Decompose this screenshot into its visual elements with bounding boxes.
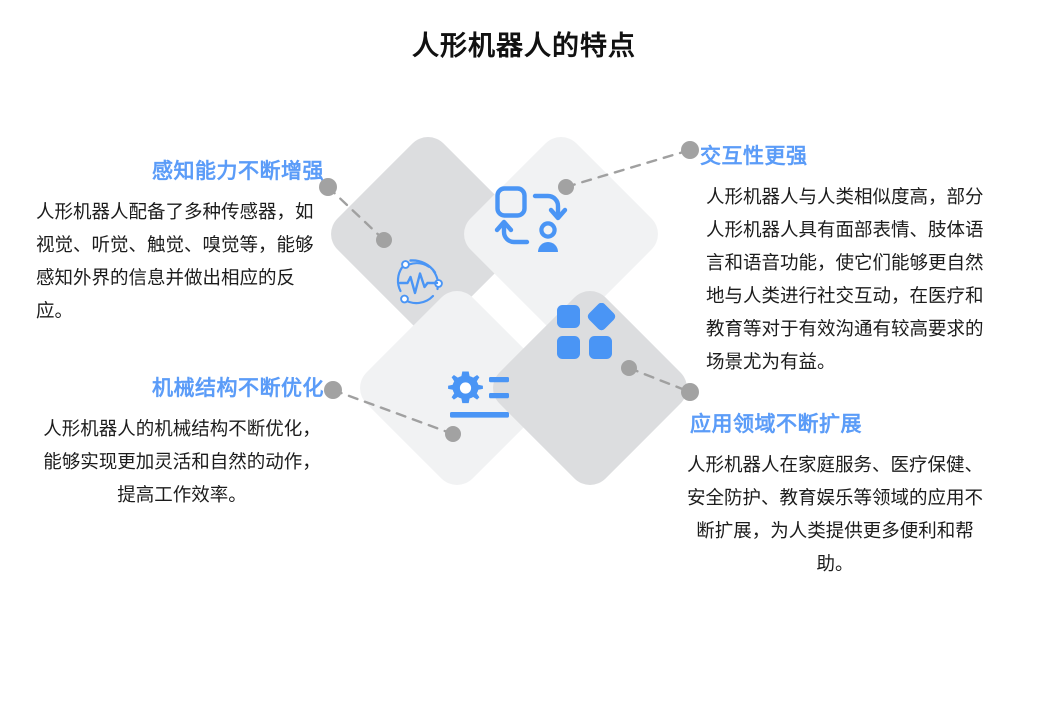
apps-grid-icon — [556, 302, 620, 361]
feature-body-perception: 人形机器人配备了多种传感器，如视觉、听觉、触觉、嗅觉等，能够感知外界的信息并做出… — [36, 201, 314, 321]
feature-heading-application: 应用领域不断扩展 — [690, 413, 862, 436]
feature-body-interaction: 人形机器人与人类相似度高，部分人形机器人具有面部表情、肢体语言和语音功能，使它们… — [706, 186, 984, 372]
feature-block-perception: 感知能力不断增强 人形机器人配备了多种传感器，如视觉、听觉、触觉、嗅觉等，能够感… — [36, 155, 328, 327]
feature-heading-mechanical: 机械结构不断优化 — [152, 377, 324, 400]
interaction-connector-dot-outer — [681, 141, 699, 159]
feature-block-application: 应用领域不断扩展 人形机器人在家庭服务、医疗保健、安全防护、教育娱乐等领域的应用… — [680, 408, 990, 580]
feature-heading-interaction: 交互性更强 — [700, 145, 808, 168]
page-title: 人形机器人的特点 — [412, 31, 636, 61]
feature-body-mechanical: 人形机器人的机械结构不断优化，能够实现更加灵活和自然的动作，提高工作效率。 — [43, 418, 321, 505]
feature-block-mechanical: 机械结构不断优化 人形机器人的机械结构不断优化，能够实现更加灵活和自然的动作，提… — [36, 372, 328, 511]
sensor-pulse-icon — [388, 253, 450, 315]
gear-settings-icon — [445, 371, 511, 425]
feature-body-application: 人形机器人在家庭服务、医疗保健、安全防护、教育娱乐等领域的应用不断扩展，为人类提… — [686, 454, 983, 574]
feature-heading-perception: 感知能力不断增强 — [152, 160, 324, 183]
central-diamond-graphic — [321, 127, 697, 495]
feature-block-interaction: 交互性更强 人形机器人与人类相似度高，部分人形机器人具有面部表情、肢体语言和语音… — [700, 140, 1000, 378]
interaction-cycle-icon — [494, 185, 568, 257]
